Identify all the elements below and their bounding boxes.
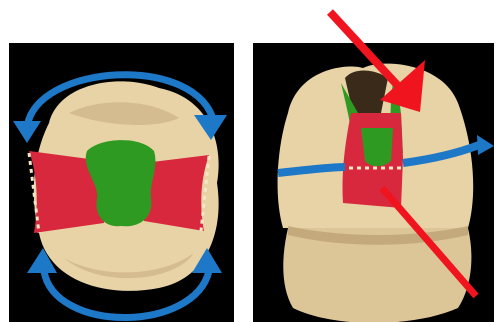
occlusal-view-photo [9,43,234,322]
occlusal-view-panel [9,43,234,322]
proximal-view-photo [253,43,494,322]
proximal-view-panel [253,43,494,322]
pulpal-floor-preparation [361,128,393,166]
